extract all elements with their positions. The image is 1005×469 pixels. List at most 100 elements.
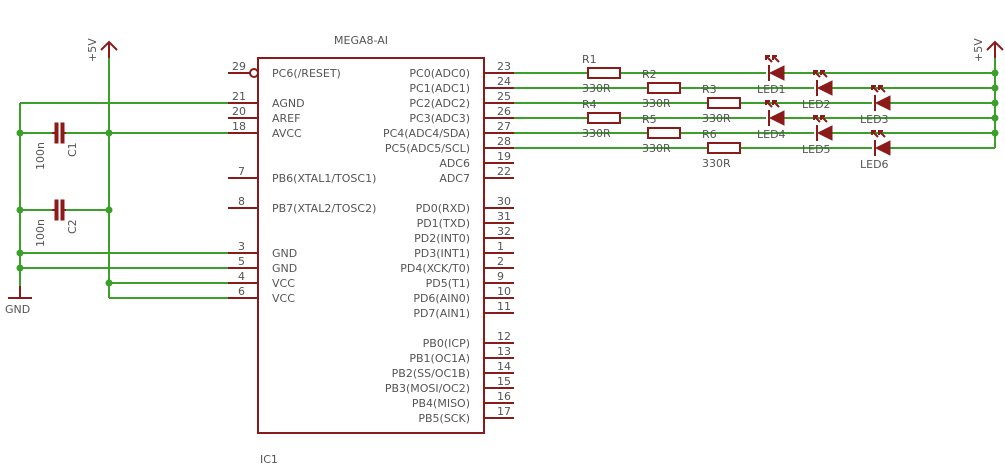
resistor-r3 <box>707 97 741 109</box>
gnd-label: GND <box>5 303 30 316</box>
led2-ref: LED2 <box>802 98 831 111</box>
pin-num-21: 21 <box>232 90 246 103</box>
pin-name-pd7: PD7(AIN1) <box>413 307 470 320</box>
pin-num-32: 32 <box>497 225 511 238</box>
pin-num-4: 4 <box>238 270 245 283</box>
pin-num-7: 7 <box>238 165 245 178</box>
r5-ref: R5 <box>642 113 657 126</box>
pin-name-pb3: PB3(MOSI/OC2) <box>385 382 470 395</box>
pin-num-19: 19 <box>497 150 511 163</box>
pin-name-pc1: PC1(ADC1) <box>409 82 470 95</box>
pin-name-pc3: PC3(ADC3) <box>409 112 470 125</box>
pin-name-gnd-5: GND <box>272 262 297 275</box>
pin-name-pd0: PD0(RXD) <box>416 202 470 215</box>
junction-dot <box>991 84 999 92</box>
junction-dot <box>105 279 113 287</box>
capacitor-c2 <box>52 199 66 221</box>
pin-name-pd3: PD3(INT1) <box>414 247 470 260</box>
r4-ref: R4 <box>582 98 597 111</box>
resistor-r5 <box>647 127 681 139</box>
right-wires <box>514 52 996 149</box>
led1-ref: LED1 <box>757 83 786 96</box>
junction-dot <box>16 206 24 214</box>
pin-num-29: 29 <box>232 60 246 73</box>
pin-name-pc0: PC0(ADC0) <box>409 67 470 80</box>
pin-num-11: 11 <box>497 300 511 313</box>
left-wires <box>19 52 228 299</box>
pin-num-17: 17 <box>497 405 511 418</box>
pin-num-13: 13 <box>497 345 511 358</box>
pin-num-14: 14 <box>497 360 511 373</box>
pin-num-10: 10 <box>497 285 511 298</box>
r6-ref: R6 <box>702 128 717 141</box>
c1-value: 100n <box>34 142 47 170</box>
pin-num-12: 12 <box>497 330 511 343</box>
left-pin-stubs <box>228 68 259 299</box>
vcc-arrow-right <box>986 40 1004 58</box>
capacitor-c1 <box>52 122 66 144</box>
pin-name-aref: AREF <box>272 112 300 125</box>
pin-name-pb4: PB4(MISO) <box>412 397 470 410</box>
led4-ref: LED4 <box>757 128 786 141</box>
led-icon-1 <box>765 55 785 81</box>
r2-value: 330R <box>642 97 671 110</box>
pin-num-25: 25 <box>497 90 511 103</box>
pin-name-pb6: PB6(XTAL1/TOSC1) <box>272 172 376 185</box>
r6-value: 330R <box>702 157 731 170</box>
junction-dot <box>16 264 24 272</box>
pin-name-agnd: AGND <box>272 97 305 110</box>
c2-ref: C2 <box>66 219 79 234</box>
led6-ref: LED6 <box>860 158 889 171</box>
pin-name-pb7: PB7(XTAL2/TOSC2) <box>272 202 376 215</box>
pin-name-pd1: PD1(TXD) <box>417 217 470 230</box>
pin-num-24: 24 <box>497 75 511 88</box>
pin-num-9: 9 <box>497 270 504 283</box>
pin-num-27: 27 <box>497 120 511 133</box>
pin-name-pc6: PC6(/RESET) <box>272 67 341 80</box>
ic-ref: IC1 <box>260 453 278 466</box>
pin-num-2: 2 <box>497 255 504 268</box>
pin-name-avcc: AVCC <box>272 127 302 140</box>
pin-name-pc2: PC2(ADC2) <box>409 97 470 110</box>
junction-dot <box>16 249 24 257</box>
r3-ref: R3 <box>702 83 717 96</box>
led-icon-3 <box>871 85 891 111</box>
pin-num-8: 8 <box>238 195 245 208</box>
pin-num-3: 3 <box>238 240 245 253</box>
pin-num-20: 20 <box>232 105 246 118</box>
junction-dot <box>991 99 999 107</box>
pin-num-18: 18 <box>232 120 246 133</box>
pin-name-gnd-3: GND <box>272 247 297 260</box>
r2-ref: R2 <box>642 68 657 81</box>
resistor-r1 <box>587 67 621 79</box>
vcc-arrow-left <box>100 40 118 58</box>
pin-num-15: 15 <box>497 375 511 388</box>
pin-name-pd6: PD6(AIN0) <box>413 292 470 305</box>
pin-name-vcc-4: VCC <box>272 277 295 290</box>
pin-name-adc7: ADC7 <box>439 172 470 185</box>
right-pin-stubs <box>484 72 514 419</box>
vcc-label-left: +5V <box>86 38 99 62</box>
pin-name-pc4: PC4(ADC4/SDA) <box>383 127 470 140</box>
pin-name-adc6: ADC6 <box>439 157 470 170</box>
led-icon-5 <box>813 115 833 141</box>
pin-num-26: 26 <box>497 105 511 118</box>
junction-dot <box>991 69 999 77</box>
junction-dot <box>105 129 113 137</box>
pin-name-vcc-6: VCC <box>272 292 295 305</box>
pin-num-16: 16 <box>497 390 511 403</box>
led-icon-2 <box>813 70 833 96</box>
junction-dot <box>991 129 999 137</box>
pin-num-30: 30 <box>497 195 511 208</box>
pin-num-22: 22 <box>497 165 511 178</box>
resistor-r6 <box>707 142 741 154</box>
pin-name-pb5: PB5(SCK) <box>418 412 470 425</box>
resistor-r4 <box>587 112 621 124</box>
pin-name-pb1: PB1(OC1A) <box>409 352 470 365</box>
pin-name-pd5: PD5(T1) <box>426 277 470 290</box>
ic-name: MEGA8-AI <box>334 34 388 47</box>
resistor-r2 <box>647 82 681 94</box>
c2-value: 100n <box>34 219 47 247</box>
pin-num-6: 6 <box>238 285 245 298</box>
